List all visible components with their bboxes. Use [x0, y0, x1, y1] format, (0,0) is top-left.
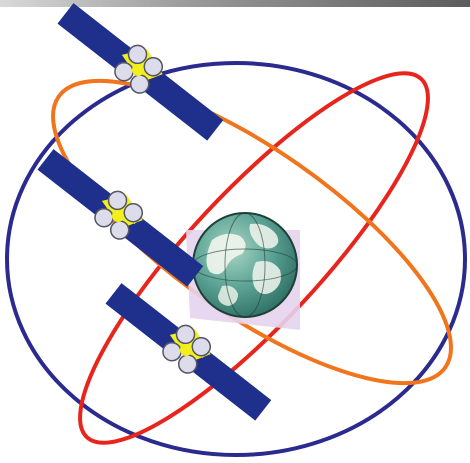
satellite-icon: [34, 142, 209, 291]
earth-globe-icon: [186, 213, 300, 330]
satellite-icon: [54, 0, 229, 145]
